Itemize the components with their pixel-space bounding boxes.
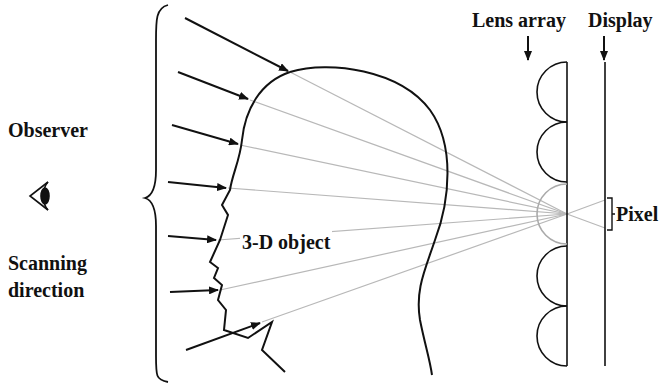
object-label: 3-D object [240,230,332,254]
observer-label: Observer [8,118,88,142]
part-label: Lens array [472,8,566,32]
pointer-arrow [527,36,529,60]
eye-symbol [30,182,49,210]
eye-lids [30,182,48,210]
display-plane [604,62,606,366]
pointer-arrows [528,36,604,60]
eye-iris [41,188,49,204]
direction-label: Scanning direction [8,250,128,304]
pointer-arrow [603,36,605,60]
lenslet [537,62,567,122]
scan-arrow [168,182,226,188]
ray [220,214,567,290]
scan-arrow [178,72,248,99]
scan-arrow [172,125,238,144]
ray [290,72,567,214]
ray [240,145,567,214]
scan-bracket [145,5,168,382]
scan-arrow [186,323,260,350]
head-back [290,67,448,375]
lenslet [537,246,567,306]
ray [567,200,605,214]
lenslet [537,184,567,244]
part-label: Pixel [616,202,658,226]
ray [228,188,567,214]
light-rays [218,72,605,322]
lenslet [537,306,567,366]
ray [567,214,605,228]
pixel-bracket [607,198,615,230]
lens-plate [566,62,568,366]
scan-arrow [168,236,216,240]
part-label: Display [588,8,652,32]
lens-array [537,62,567,366]
lenslet [537,122,567,182]
scan-arrow [170,290,218,292]
scanning-arrows [168,18,288,350]
scan-arrow [185,18,288,71]
